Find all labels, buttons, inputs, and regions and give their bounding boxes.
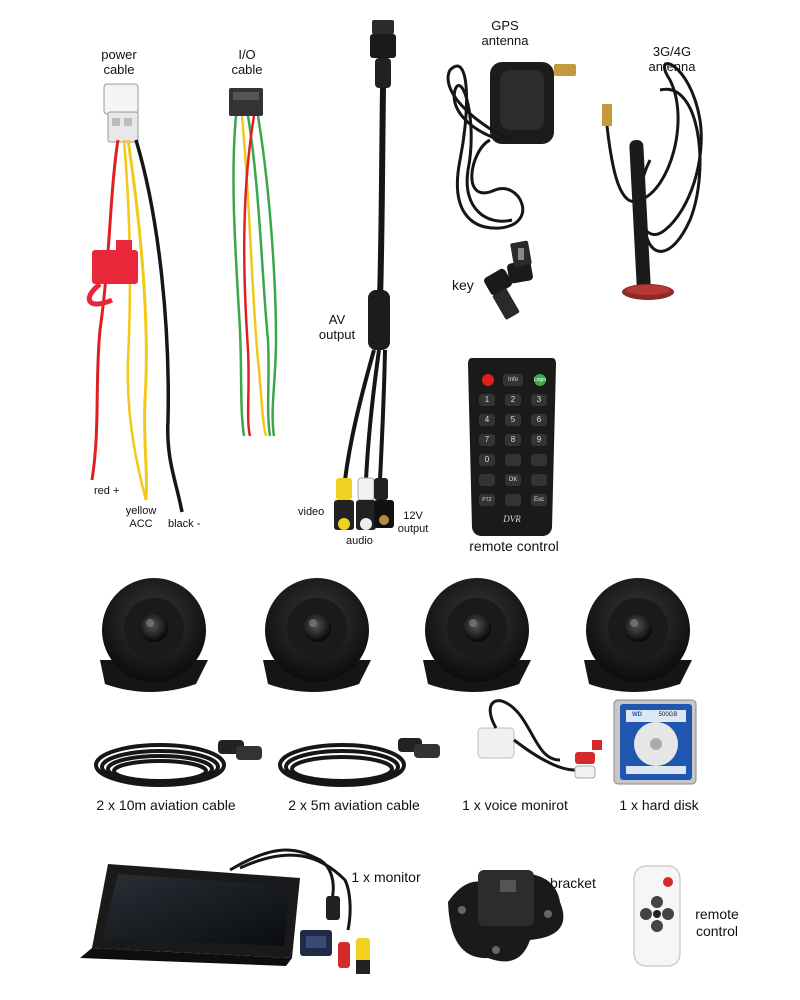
hard-disk <box>613 699 697 785</box>
av-label-line1: AV <box>328 312 346 327</box>
power-cable-label-line2: cable <box>103 62 135 77</box>
remote-key-3: 3 <box>536 395 542 404</box>
gps-label-line2: antenna <box>481 33 529 48</box>
power-cable <box>86 83 184 513</box>
av-label-line2: output <box>318 327 356 342</box>
key-label: key <box>452 277 474 293</box>
lte-label-line1: 3G/4G <box>652 44 692 59</box>
aviation-cable-10m-label: 2 x 10m aviation cable <box>96 797 236 813</box>
dome-camera <box>100 578 208 692</box>
av-output-label: AV output <box>312 312 362 342</box>
remote-key-ptz: PTZ <box>482 497 492 503</box>
remote-control <box>468 358 556 536</box>
small-remote-label-line2: control <box>695 923 739 939</box>
yellow-label-line1: yellow <box>125 505 157 517</box>
monitor-label: 1 x monitor <box>351 869 421 885</box>
io-cable-label: I/O cable <box>222 47 272 77</box>
audio-label: audio <box>346 535 373 547</box>
remote-brand: DVR <box>503 514 521 524</box>
gps-antenna-label: GPS antenna <box>474 18 536 48</box>
lte-antenna-label: 3G/4G antenna <box>640 44 704 74</box>
voice-monitor-mic <box>477 699 602 779</box>
remote-key-esc: Esc <box>533 497 544 503</box>
small-remote-label: remote control <box>688 906 746 940</box>
aviation-cable-10m <box>94 740 262 787</box>
power-cable-label-line1: power <box>101 47 137 62</box>
video-label: video <box>298 506 325 518</box>
small-remote <box>633 865 681 967</box>
gps-antenna <box>446 62 576 230</box>
remote-control-label: remote control <box>469 538 559 554</box>
hdd-brand: WD <box>632 712 642 718</box>
aviation-cable-5m-label: 2 x 5m aviation cable <box>288 797 420 813</box>
yellow-wire-label: yellow ACC <box>120 505 162 531</box>
small-remote-label-line1: remote <box>695 906 739 922</box>
remote-key-4: 4 <box>484 415 490 424</box>
dome-camera <box>584 578 692 692</box>
bracket-label: bracket <box>550 875 596 891</box>
remote-key-1: 1 <box>484 395 490 404</box>
bracket <box>448 870 564 962</box>
remote-key-2: 2 <box>510 395 516 404</box>
hard-disk-label: 1 x hard disk <box>619 797 699 813</box>
io-cable <box>229 88 278 437</box>
io-cable-label-line2: cable <box>231 62 263 77</box>
remote-key-9: 9 <box>536 435 542 444</box>
remote-key-ok: OK <box>508 477 518 483</box>
12v-output-label: 12V output <box>390 510 436 536</box>
remote-key-info: Info <box>507 377 518 383</box>
remote-key-5: 5 <box>510 415 516 424</box>
remote-key-0: 0 <box>484 455 490 464</box>
remote-key-8: 8 <box>510 435 516 444</box>
keys <box>484 240 533 320</box>
remote-key-7: 7 <box>484 435 490 444</box>
av-output-cable <box>334 20 396 530</box>
lte-label-line2: antenna <box>648 59 696 74</box>
aviation-cable-5m <box>278 738 440 787</box>
monitor <box>80 848 370 974</box>
lte-antenna <box>602 62 703 300</box>
remote-key-login: Login <box>533 377 547 383</box>
power-cable-label: power cable <box>93 47 145 77</box>
dome-camera <box>263 578 371 692</box>
remote-key-6: 6 <box>536 415 542 424</box>
12v-label-line2: output <box>397 523 429 535</box>
hdd-capacity: 500GB <box>658 712 678 718</box>
12v-label-line1: 12V <box>403 510 423 522</box>
black-wire-label: black - <box>168 518 201 530</box>
voice-monitor-label: 1 x voice monirot <box>462 797 568 813</box>
gps-label-line1: GPS <box>491 18 519 33</box>
yellow-label-line2: ACC <box>129 518 153 530</box>
io-cable-label-line1: I/O <box>238 47 256 62</box>
red-wire-label: red + <box>94 485 120 497</box>
dome-camera <box>423 578 531 692</box>
